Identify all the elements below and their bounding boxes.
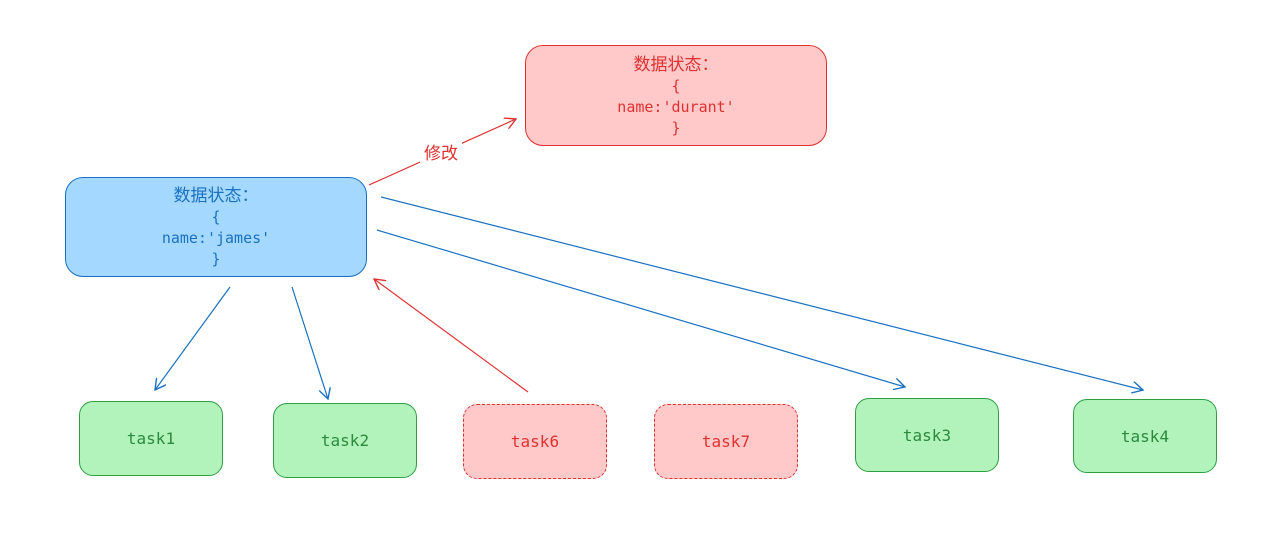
arrow-state-to-task4	[380, 196, 1143, 390]
current-state-node: 数据状态： { name:'james' }	[65, 177, 367, 277]
task7-node: task7	[654, 404, 798, 479]
task2-node: task2	[273, 403, 417, 478]
current-state-close-brace: }	[211, 250, 221, 268]
current-state-title: 数据状态：	[173, 186, 259, 206]
new-state-open-brace: {	[671, 76, 681, 95]
arrow-state-to-task3	[376, 229, 905, 387]
current-state-open-brace: {	[211, 208, 221, 226]
current-state-field: name:'james'	[161, 229, 271, 247]
new-state-field: name:'durant'	[617, 97, 735, 116]
new-state-title: 数据状态：	[633, 54, 719, 75]
arrow-state-to-task1	[155, 286, 231, 390]
arrow-task6-to-state	[374, 279, 529, 393]
task6-node: task6	[463, 404, 607, 479]
task4-node: task4	[1073, 399, 1217, 473]
new-state-node: 数据状态： { name:'durant' }	[525, 45, 827, 146]
modify-label: 修改	[420, 139, 462, 164]
task1-node: task1	[79, 401, 223, 476]
task3-node: task3	[855, 398, 999, 472]
new-state-close-brace: }	[671, 118, 681, 137]
arrow-state-to-task2	[291, 286, 328, 399]
